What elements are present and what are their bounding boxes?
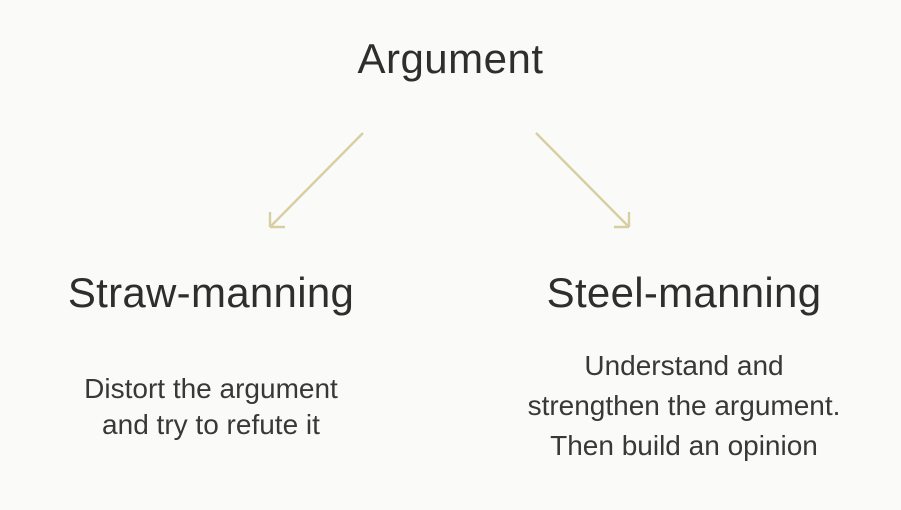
branch-description-steel-manning: Understand and strengthen the argument. … (493, 346, 875, 466)
description-line: and try to refute it (102, 409, 320, 440)
description-line: Distort the argument (84, 373, 338, 404)
arrow-down-left-icon (268, 132, 364, 229)
description-line: Then build an opinion (550, 430, 818, 461)
description-line: strengthen the argument. (527, 390, 841, 421)
arrow-down-right-icon (535, 132, 631, 229)
branch-title-straw-manning: Straw-manning (67, 269, 355, 316)
branch-title-steel-manning: Steel-manning (546, 269, 822, 316)
root-node-label: Argument (357, 35, 544, 82)
description-line: Understand and (584, 350, 784, 381)
branch-description-straw-manning: Distort the argument and try to refute i… (20, 371, 402, 443)
